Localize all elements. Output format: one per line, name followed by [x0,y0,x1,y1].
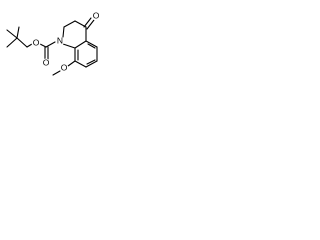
bond [74,60,87,68]
bond [52,70,61,76]
bond [16,26,20,39]
bond [74,40,87,49]
ring-nitrogen-label: N [57,35,63,45]
ketone-oxygen-label: O [93,10,100,20]
bond [45,41,56,48]
bond [26,43,33,48]
carbonyl-oxygen-label: O [43,57,50,67]
methoxy-oxygen-label: O [61,62,68,72]
bond [67,60,76,67]
carbamate-oxygen-label: O [33,37,40,47]
bond [83,17,92,28]
bond [6,37,18,48]
bond [63,20,76,28]
bond [16,37,28,48]
bond [62,26,65,38]
bond [87,43,96,49]
bonds [6,17,98,76]
bond [85,60,98,68]
bond [6,29,18,39]
bond [62,43,76,49]
chemical-structure: O O N O O [6,10,101,76]
atom-labels: O O N O O [31,10,101,73]
bond [85,40,98,48]
bond [86,59,96,65]
bond [86,19,95,30]
